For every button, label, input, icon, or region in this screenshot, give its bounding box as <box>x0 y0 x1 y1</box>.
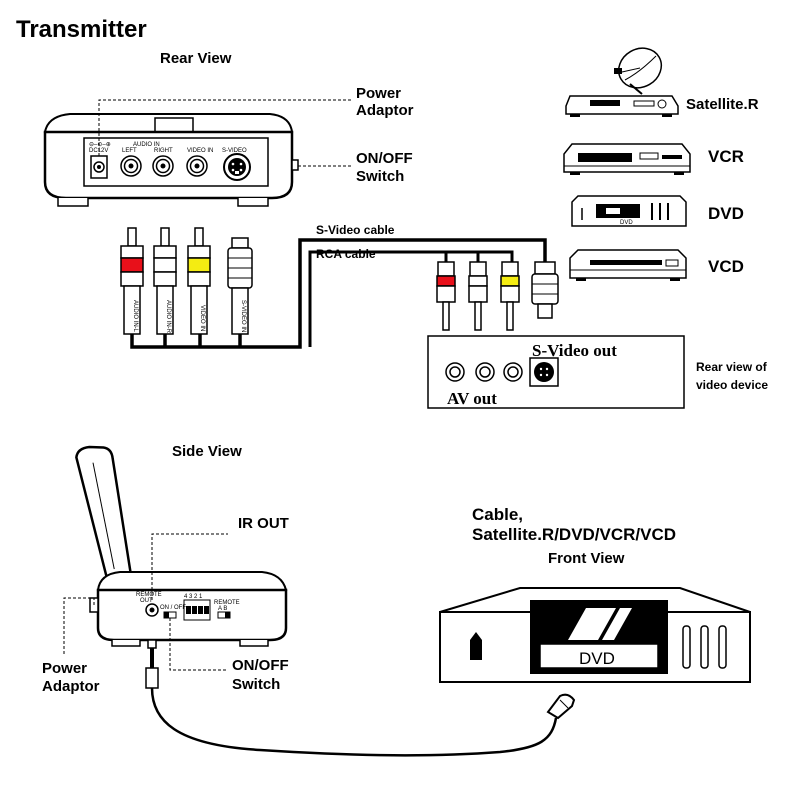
device-label-vcd: VCD <box>708 257 744 276</box>
rear-view-label: Rear View <box>160 50 232 67</box>
s-video-cable-label: S-Video cable <box>316 223 395 237</box>
video-in-jack <box>186 155 208 177</box>
audio-in-label: AUDIO IN <box>133 142 160 148</box>
left-port-label: LEFT <box>122 148 137 154</box>
remote-out-label-line2: OUT <box>140 598 153 604</box>
plug-s-video <box>227 237 253 335</box>
s-video-jack <box>223 153 251 181</box>
transmitter-side-body <box>75 445 288 647</box>
device-plug-s-video <box>531 261 559 319</box>
video-device-rear-panel <box>427 335 685 409</box>
s-video-out-label: S-Video out <box>532 341 617 360</box>
power-adaptor-leader <box>98 99 352 156</box>
device-plug-audio-left <box>436 261 456 331</box>
front-view-title-line1: Cable, <box>472 505 523 524</box>
plug-audio-left-label: AUDIO IN-L <box>132 300 138 333</box>
vcr-icon <box>563 143 691 175</box>
dvd-icon-badge: DVD <box>620 220 633 226</box>
device-plug-video <box>500 261 520 331</box>
on-off-switch-label-line1: ON/OFF <box>356 150 413 167</box>
s-video-port-label: S-VIDEO <box>222 148 247 154</box>
rear-view-caption-line1: Rear view of <box>696 360 768 374</box>
audio-right-jack <box>152 155 174 177</box>
plug-audio-left <box>120 227 144 335</box>
ir-extender-cable <box>145 639 576 757</box>
device-label-dvd: DVD <box>708 204 744 223</box>
side-power-leader <box>63 597 95 654</box>
on-off-switch-label-line2: Switch <box>356 168 404 185</box>
av-out-label: AV out <box>447 389 497 408</box>
cable-bundle <box>130 238 547 349</box>
ir-out-leader <box>151 533 228 600</box>
plug-video-in <box>187 227 211 335</box>
remote-ab-label-line2: A B <box>218 606 227 612</box>
device-label-satellite: Satellite.R <box>686 96 759 113</box>
front-view-title-line2: Satellite.R/DVD/VCR/VCD <box>472 525 676 544</box>
device-label-vcr: VCR <box>708 147 744 166</box>
ir-out-label: IR OUT <box>238 515 289 532</box>
side-switch-leader <box>169 618 226 671</box>
side-view-label: Side View <box>172 443 242 460</box>
vcd-player-icon <box>569 249 687 281</box>
remote-ab-label-line1: REMOTE <box>214 600 240 606</box>
side-power-adaptor-line1: Power <box>42 660 87 677</box>
dc-polarity-symbol: ⊖–⊙–⊕ <box>89 142 111 148</box>
dvd-front-view <box>439 587 751 683</box>
device-plug-audio-right <box>468 261 488 331</box>
video-in-port-label: VIDEO IN <box>187 148 213 154</box>
ir-emitter-icon <box>546 693 576 720</box>
channel-numbers-label: 4 3 2 1 <box>184 594 203 600</box>
right-port-label: RIGHT <box>154 148 173 154</box>
satellite-receiver-icon <box>565 47 679 117</box>
diagram-title: Transmitter <box>16 16 147 43</box>
dvd-player-icon <box>571 195 687 227</box>
side-switch-label-line2: Switch <box>232 676 280 693</box>
power-adaptor-label-line1: Power <box>356 85 401 102</box>
plug-video-in-label: VIDEO IN <box>199 305 205 331</box>
audio-left-jack <box>120 155 142 177</box>
side-power-adaptor-line2: Adaptor <box>42 678 100 695</box>
plug-audio-right-label: AUDIO IN-R <box>165 300 171 334</box>
rca-cable-label: RCA cable <box>316 247 376 261</box>
front-dvd-badge: DVD <box>579 649 615 668</box>
front-view-label: Front View <box>548 550 625 567</box>
remote-out-label-line1: REMOTE <box>136 592 162 598</box>
side-switch-label-line1: ON/OFF <box>232 657 289 674</box>
rear-view-caption-line2: video device <box>696 378 768 392</box>
plug-s-video-label: S-VIDEO IN <box>240 300 246 332</box>
power-adaptor-label-line2: Adaptor <box>356 102 414 119</box>
plug-audio-right <box>153 227 177 335</box>
side-on-off-label: ON / OFF <box>160 605 186 611</box>
